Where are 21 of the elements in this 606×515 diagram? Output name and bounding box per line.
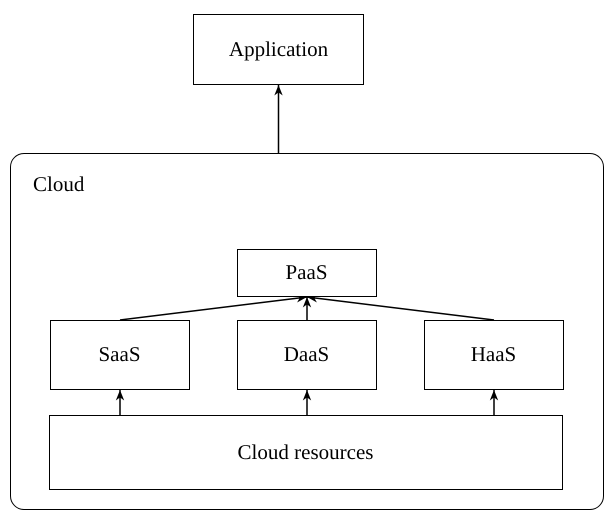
arrow <box>302 297 312 320</box>
box-label: DaaS <box>284 342 330 367</box>
box-label: Cloud resources <box>238 440 374 464</box>
process-box <box>236 320 376 390</box>
box-label: PaaS <box>286 260 328 285</box>
box-label: Cloud <box>33 172 84 197</box>
box-label: Application <box>228 37 328 62</box>
arrow <box>306 294 494 321</box>
arrow <box>490 390 498 415</box>
arrow <box>302 390 312 415</box>
arrow <box>116 390 124 415</box>
arrow <box>120 294 308 321</box>
process-box <box>48 414 562 490</box>
container-box <box>10 153 604 510</box>
process-box <box>193 14 364 85</box>
box-label: HaaS <box>470 342 516 367</box>
process-box <box>424 320 564 390</box>
box-label: SaaS <box>98 342 140 367</box>
process-box <box>50 320 190 390</box>
process-box <box>236 248 376 296</box>
arrow <box>274 85 283 153</box>
